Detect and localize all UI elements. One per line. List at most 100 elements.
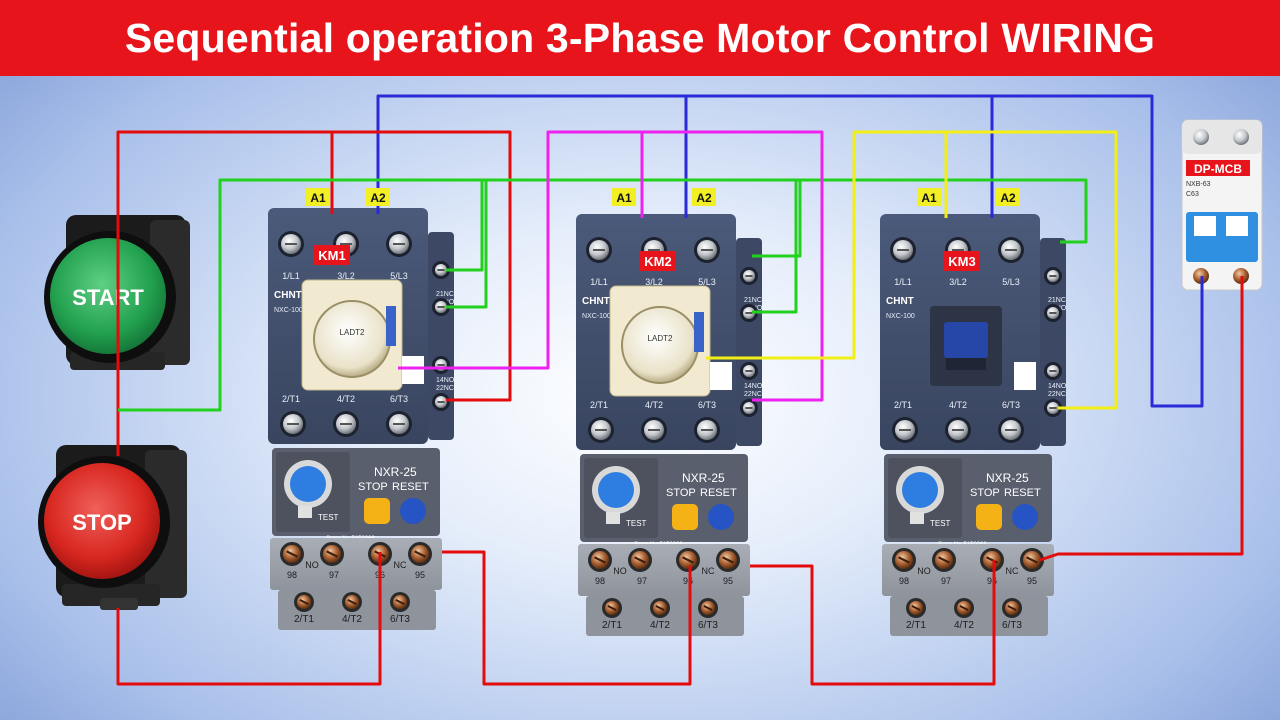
coil-a1-label: A1 [616, 191, 632, 205]
diagram-title: Sequential operation 3-Phase Motor Contr… [124, 14, 1156, 61]
wire-stop-to-start-a1 [116, 130, 334, 456]
contactor-name: KM3 [948, 254, 975, 269]
wire-neutral-bus [376, 94, 1204, 408]
load-terminal-label: 6/T3 [390, 394, 408, 404]
wire-km1-timer [398, 130, 824, 402]
armature-plunger[interactable] [944, 322, 988, 358]
title-bar: Sequential operation 3-Phase Motor Contr… [0, 0, 1280, 76]
overload-terminal-block [270, 538, 442, 590]
wire-ol1-to-stop [116, 552, 382, 686]
line-terminal-label: 5/L3 [390, 271, 408, 281]
coil-a2-tag [996, 188, 1020, 206]
timer-label: LADT2 [648, 334, 673, 343]
wire-phase-mcb [1039, 276, 1244, 562]
overload-load-label: 6/T3 [698, 620, 718, 631]
overload-terminal-label: NO [613, 566, 627, 576]
overload-load-label: 4/T2 [650, 620, 670, 631]
aux-bottom-label-2: 22NC [436, 385, 454, 392]
coil-a2-label: A2 [696, 191, 712, 205]
aux-bottom-label-2: 22NC [744, 391, 762, 398]
start-button[interactable] [50, 238, 166, 354]
line-terminal-label: 5/L3 [1002, 277, 1020, 287]
contactor-unit-km2: 1/L13/L25/L3CHNTNXC-10021NC13NO14NO22NCL… [576, 214, 763, 636]
overload-terminal-block [578, 544, 750, 596]
overload-model: NXR-25 [986, 471, 1029, 485]
stop-button[interactable] [44, 463, 160, 579]
load-terminal-label: 4/T2 [337, 394, 355, 404]
coil-a1-label: A1 [921, 191, 937, 205]
overload-model: NXR-25 [374, 465, 417, 479]
contactor-name: KM2 [644, 254, 671, 269]
overload-stop-button[interactable] [672, 504, 698, 530]
overload-reset-button[interactable] [1012, 504, 1038, 530]
contactor-name-tag [314, 245, 350, 265]
qr-sticker [1014, 362, 1036, 390]
contactor-name: KM1 [318, 248, 345, 263]
overload-stop-label: STOP [358, 481, 388, 493]
wire-km1-aux-top [446, 180, 484, 272]
coil-a2-label: A2 [370, 191, 386, 205]
wire-ol2-to-ol1 [442, 550, 692, 686]
load-terminal-label: 2/T1 [282, 394, 300, 404]
coil-a1-tag [306, 188, 330, 206]
overload-load-label: 2/T1 [906, 620, 926, 631]
overload-load-label: 4/T2 [954, 620, 974, 631]
timer-dial[interactable] [621, 306, 699, 384]
aux-bottom-label-2: 22NC [1048, 391, 1066, 398]
coil-a2-label: A2 [1000, 191, 1016, 205]
wiring-diagram: START STOP 1/L13/L25/L3CHNTNXC-10021NC13… [38, 94, 1263, 686]
coil-a2-tag [366, 188, 390, 206]
wire-km2-timer [706, 130, 1118, 410]
timer-slider[interactable] [386, 306, 396, 346]
load-terminal-label: 2/T1 [590, 400, 608, 410]
qr-sticker [402, 356, 424, 384]
contactor-name-tag [944, 251, 980, 271]
brand-label: CHNT [886, 296, 914, 307]
model-label: NXC-100 [582, 313, 611, 320]
overload-reset-button[interactable] [708, 504, 734, 530]
aux-top-label-1: 21NC [744, 297, 762, 304]
test-button[interactable] [298, 506, 312, 518]
mcb-model: NXB-63 [1186, 181, 1211, 188]
load-terminal-label: 2/T1 [894, 400, 912, 410]
overload-terminal-label: NO [305, 560, 319, 570]
start-label: START [72, 285, 144, 310]
overload-terminal-label: 95 [723, 576, 733, 586]
load-terminal-label: 6/T3 [698, 400, 716, 410]
overload-terminal-label: NC [394, 560, 407, 570]
overload-load-label: 2/T1 [602, 620, 622, 631]
overload-terminal-label: 96 [987, 576, 997, 586]
wire-km2-aux-mid [752, 180, 798, 314]
contactor-name-tag [640, 251, 676, 271]
qr-sticker [710, 362, 732, 390]
coil-a1-tag [917, 188, 941, 206]
overload-terminal-label: 98 [595, 576, 605, 586]
test-button[interactable] [606, 512, 620, 524]
mcb-label-tag [1186, 160, 1250, 176]
line-terminal-label: 3/L2 [949, 277, 967, 287]
test-label: TEST [930, 519, 951, 528]
overload-reset-button[interactable] [400, 498, 426, 524]
coil-a1-label: A1 [310, 191, 326, 205]
test-button[interactable] [910, 512, 924, 524]
wire-ol3-to-ol2 [750, 560, 996, 686]
wire-km1-holding [332, 130, 512, 402]
overload-stop-label: STOP [666, 487, 696, 499]
test-label: TEST [318, 513, 339, 522]
overload-load-label: 6/T3 [390, 614, 410, 625]
timer-dial[interactable] [313, 300, 391, 378]
timer-slider[interactable] [694, 312, 704, 352]
overload-stop-button[interactable] [364, 498, 390, 524]
line-terminal-label: 1/L1 [590, 277, 608, 287]
model-label: NXC-100 [274, 307, 303, 314]
overload-reset-label: RESET [1004, 487, 1041, 499]
overload-stop-button[interactable] [976, 504, 1002, 530]
line-terminal-label: 3/L2 [337, 271, 355, 281]
overload-stop-label: STOP [970, 487, 1000, 499]
overload-terminal-label: 97 [637, 576, 647, 586]
wires [116, 94, 1244, 686]
line-terminal-label: 3/L2 [645, 277, 663, 287]
overload-terminal-label: 95 [1027, 576, 1037, 586]
overload-terminal-label: 97 [941, 576, 951, 586]
load-terminal-label: 4/T2 [645, 400, 663, 410]
